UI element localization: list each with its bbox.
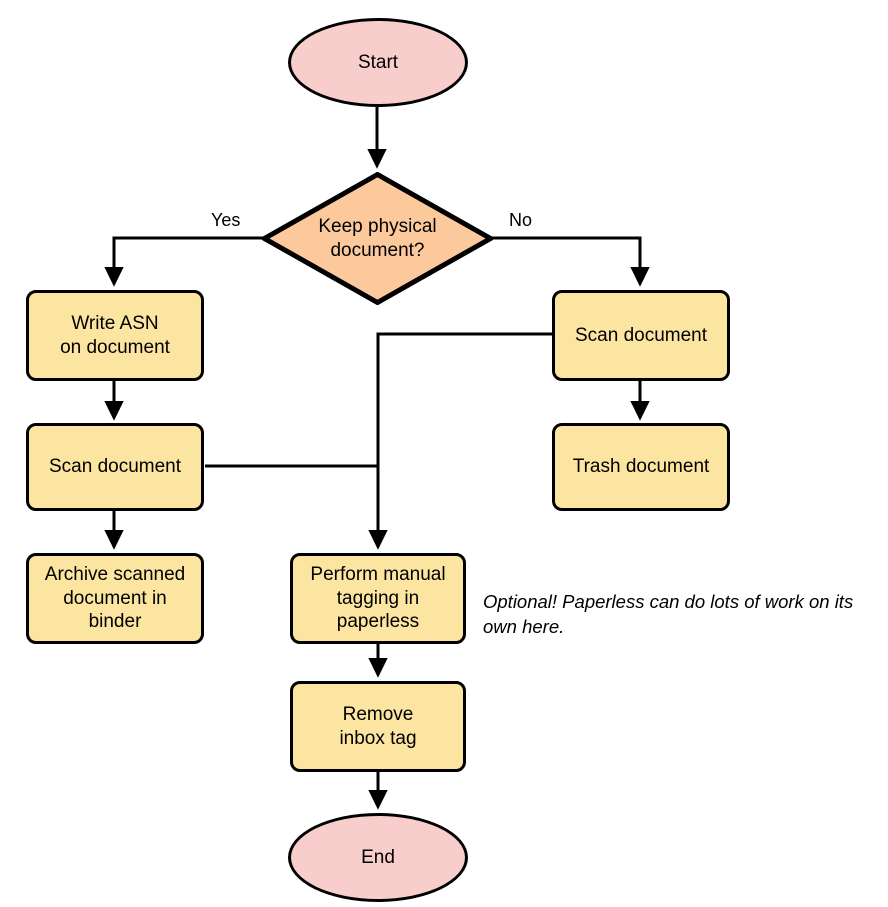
edge-label-yes: Yes [211, 210, 241, 230]
node-remove-inbox-tag[interactable]: Remove inbox tag [290, 681, 466, 772]
node-perform-manual-tagging-in-paperless[interactable]: Perform manual tagging in paperless [290, 553, 466, 644]
node-scan-document-left-label: Scan document [48, 456, 182, 478]
node-trash-document[interactable]: Trash document [552, 423, 730, 511]
node-end[interactable]: End [288, 813, 468, 902]
node-trash-document-label: Trash document [572, 456, 710, 478]
diamond-shape [262, 172, 493, 305]
node-archive-scanned-document-in-binder[interactable]: Archive scanned document in binder [26, 553, 204, 644]
node-scan-document-right-label: Scan document [574, 324, 708, 346]
node-start[interactable]: Start [288, 18, 468, 107]
node-manual-tagging-label: Perform manual tagging in paperless [310, 563, 446, 633]
node-archive-binder-label: Archive scanned document in binder [44, 563, 186, 633]
node-decision-label: Keep physical document? [318, 215, 437, 261]
node-scan-document-right[interactable]: Scan document [552, 290, 730, 381]
edge-decision-yes-to-write-asn [104, 236, 263, 287]
node-write-asn-label: Write ASN on document [60, 312, 170, 358]
node-write-asn-on-document[interactable]: Write ASN on document [26, 290, 204, 381]
edge-label-no: No [509, 210, 533, 230]
node-start-label: Start [357, 51, 399, 73]
edge-scan-right-to-manual-tagging [368, 332, 552, 550]
node-scan-document-left[interactable]: Scan document [26, 423, 204, 511]
annotation-optional-note: Optional! Paperless can do lots of work … [483, 591, 854, 637]
node-decision-keep-physical-document[interactable]: Keep physical document? [262, 172, 493, 305]
node-remove-inbox-tag-label: Remove inbox tag [339, 703, 417, 749]
edge-decision-no-to-scan-right [491, 236, 650, 287]
node-end-label: End [361, 846, 395, 868]
